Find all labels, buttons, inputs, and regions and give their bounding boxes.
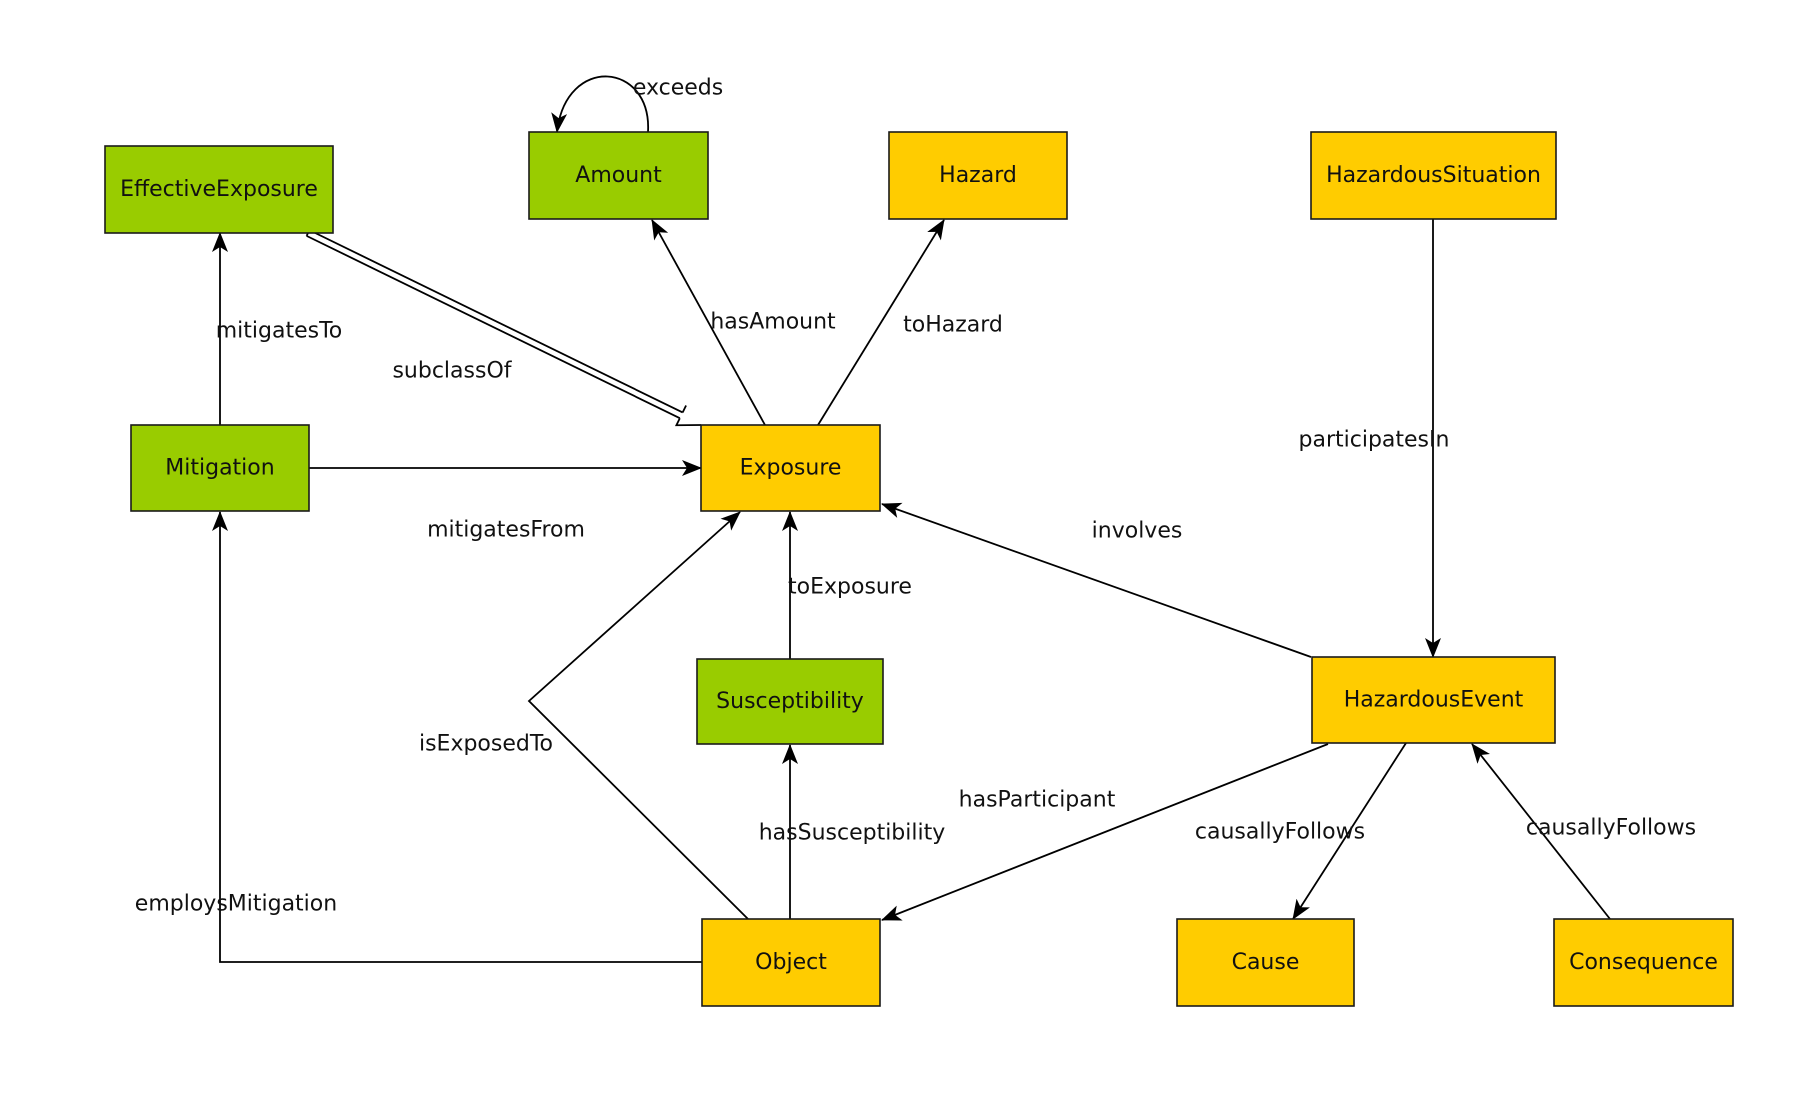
- node-label: Susceptibility: [716, 689, 864, 714]
- edge-toHazard[interactable]: [817, 219, 945, 426]
- edge-hasParticipant[interactable]: [881, 743, 1329, 921]
- node-hazard[interactable]: Hazard: [888, 131, 1068, 220]
- edge-label-exceeds: exceeds: [633, 76, 723, 101]
- edge-label-hasSusceptibility: hasSusceptibility: [759, 821, 946, 846]
- node-label: Mitigation: [165, 456, 274, 481]
- edge-labels-layer: exceeds mitigatesTo subclassOf hasAmount toH…: [135, 76, 1696, 917]
- edge-subclassOf[interactable]: [305, 229, 702, 427]
- edge-label-mitigatesFrom: mitigatesFrom: [427, 518, 585, 543]
- node-object[interactable]: Object: [701, 918, 881, 1007]
- edge-line: [527, 511, 749, 920]
- edge-exceeds[interactable]: [551, 75, 649, 133]
- edge-label-isExposedTo: isExposedTo: [419, 732, 553, 757]
- node-box: [1311, 656, 1556, 744]
- node-cause[interactable]: Cause: [1176, 918, 1355, 1007]
- node-label: EffectiveExposure: [120, 177, 318, 202]
- node-effective-exposure[interactable]: EffectiveExposure: [104, 145, 334, 234]
- node-box: [888, 131, 1068, 220]
- edge-causallyFollowsConsequence[interactable]: [1471, 743, 1611, 920]
- node-box: [1310, 131, 1557, 220]
- node-box: [1176, 918, 1355, 1007]
- edge-label-toExposure: toExposure: [788, 575, 912, 600]
- edge-line: [881, 502, 1312, 658]
- edge-label-mitigatesTo: mitigatesTo: [216, 319, 343, 344]
- node-exposure[interactable]: Exposure: [700, 424, 881, 512]
- subclass-arrowhead-icon: [674, 405, 702, 427]
- edge-label-employsMitigation: employsMitigation: [135, 892, 337, 917]
- node-box: [700, 424, 881, 512]
- node-box: [104, 145, 334, 234]
- node-susceptibility[interactable]: Susceptibility: [696, 658, 884, 745]
- edge-line: [817, 219, 945, 426]
- node-label: HazardousSituation: [1326, 163, 1541, 188]
- edge-line: [651, 219, 766, 426]
- edge-involves[interactable]: [881, 502, 1312, 658]
- edge-hasAmount[interactable]: [651, 219, 766, 426]
- edge-label-participatesIn: participatesIn: [1299, 428, 1450, 453]
- edge-line: [551, 75, 649, 133]
- node-hazardous-situation[interactable]: HazardousSituation: [1310, 131, 1557, 220]
- node-box: [1553, 918, 1734, 1007]
- edge-label-hasAmount: hasAmount: [710, 310, 836, 335]
- node-box: [701, 918, 881, 1007]
- node-label: Cause: [1232, 950, 1300, 975]
- edge-label-toHazard: toHazard: [903, 313, 1003, 338]
- node-label: Hazard: [939, 163, 1017, 188]
- edge-label-causallyFollowsCause: causallyFollows: [1195, 820, 1365, 845]
- edge-employsMitigation[interactable]: [212, 511, 702, 963]
- node-box: [130, 424, 310, 512]
- edge-label-causallyFollowsConsequence: causallyFollows: [1526, 816, 1696, 841]
- node-label: HazardousEvent: [1344, 688, 1524, 713]
- node-consequence[interactable]: Consequence: [1553, 918, 1734, 1007]
- node-hazardous-event[interactable]: HazardousEvent: [1311, 656, 1556, 744]
- edge-label-subclassOf: subclassOf: [392, 359, 512, 384]
- edge-line: [1471, 743, 1611, 920]
- edge-line: [212, 511, 702, 963]
- nodes-layer: EffectiveExposure Amount Hazard HazardousSi…: [104, 131, 1734, 1007]
- edge-line: [1292, 742, 1407, 920]
- node-label: Consequence: [1569, 950, 1718, 975]
- edge-line: [881, 743, 1329, 921]
- node-mitigation[interactable]: Mitigation: [130, 424, 310, 512]
- edges-layer: [212, 75, 1611, 963]
- edge-label-hasParticipant: hasParticipant: [959, 788, 1116, 813]
- node-box: [696, 658, 884, 745]
- node-amount[interactable]: Amount: [528, 131, 709, 220]
- node-label: Exposure: [740, 456, 842, 481]
- edge-causallyFollowsCause[interactable]: [1292, 742, 1407, 920]
- subclass-shaft: [306, 235, 681, 420]
- node-label: Object: [755, 950, 827, 975]
- edge-isExposedTo[interactable]: [527, 511, 749, 920]
- subclass-shaft: [309, 229, 684, 414]
- node-label: Amount: [575, 163, 662, 188]
- edge-label-involves: involves: [1092, 519, 1183, 544]
- node-box: [528, 131, 709, 220]
